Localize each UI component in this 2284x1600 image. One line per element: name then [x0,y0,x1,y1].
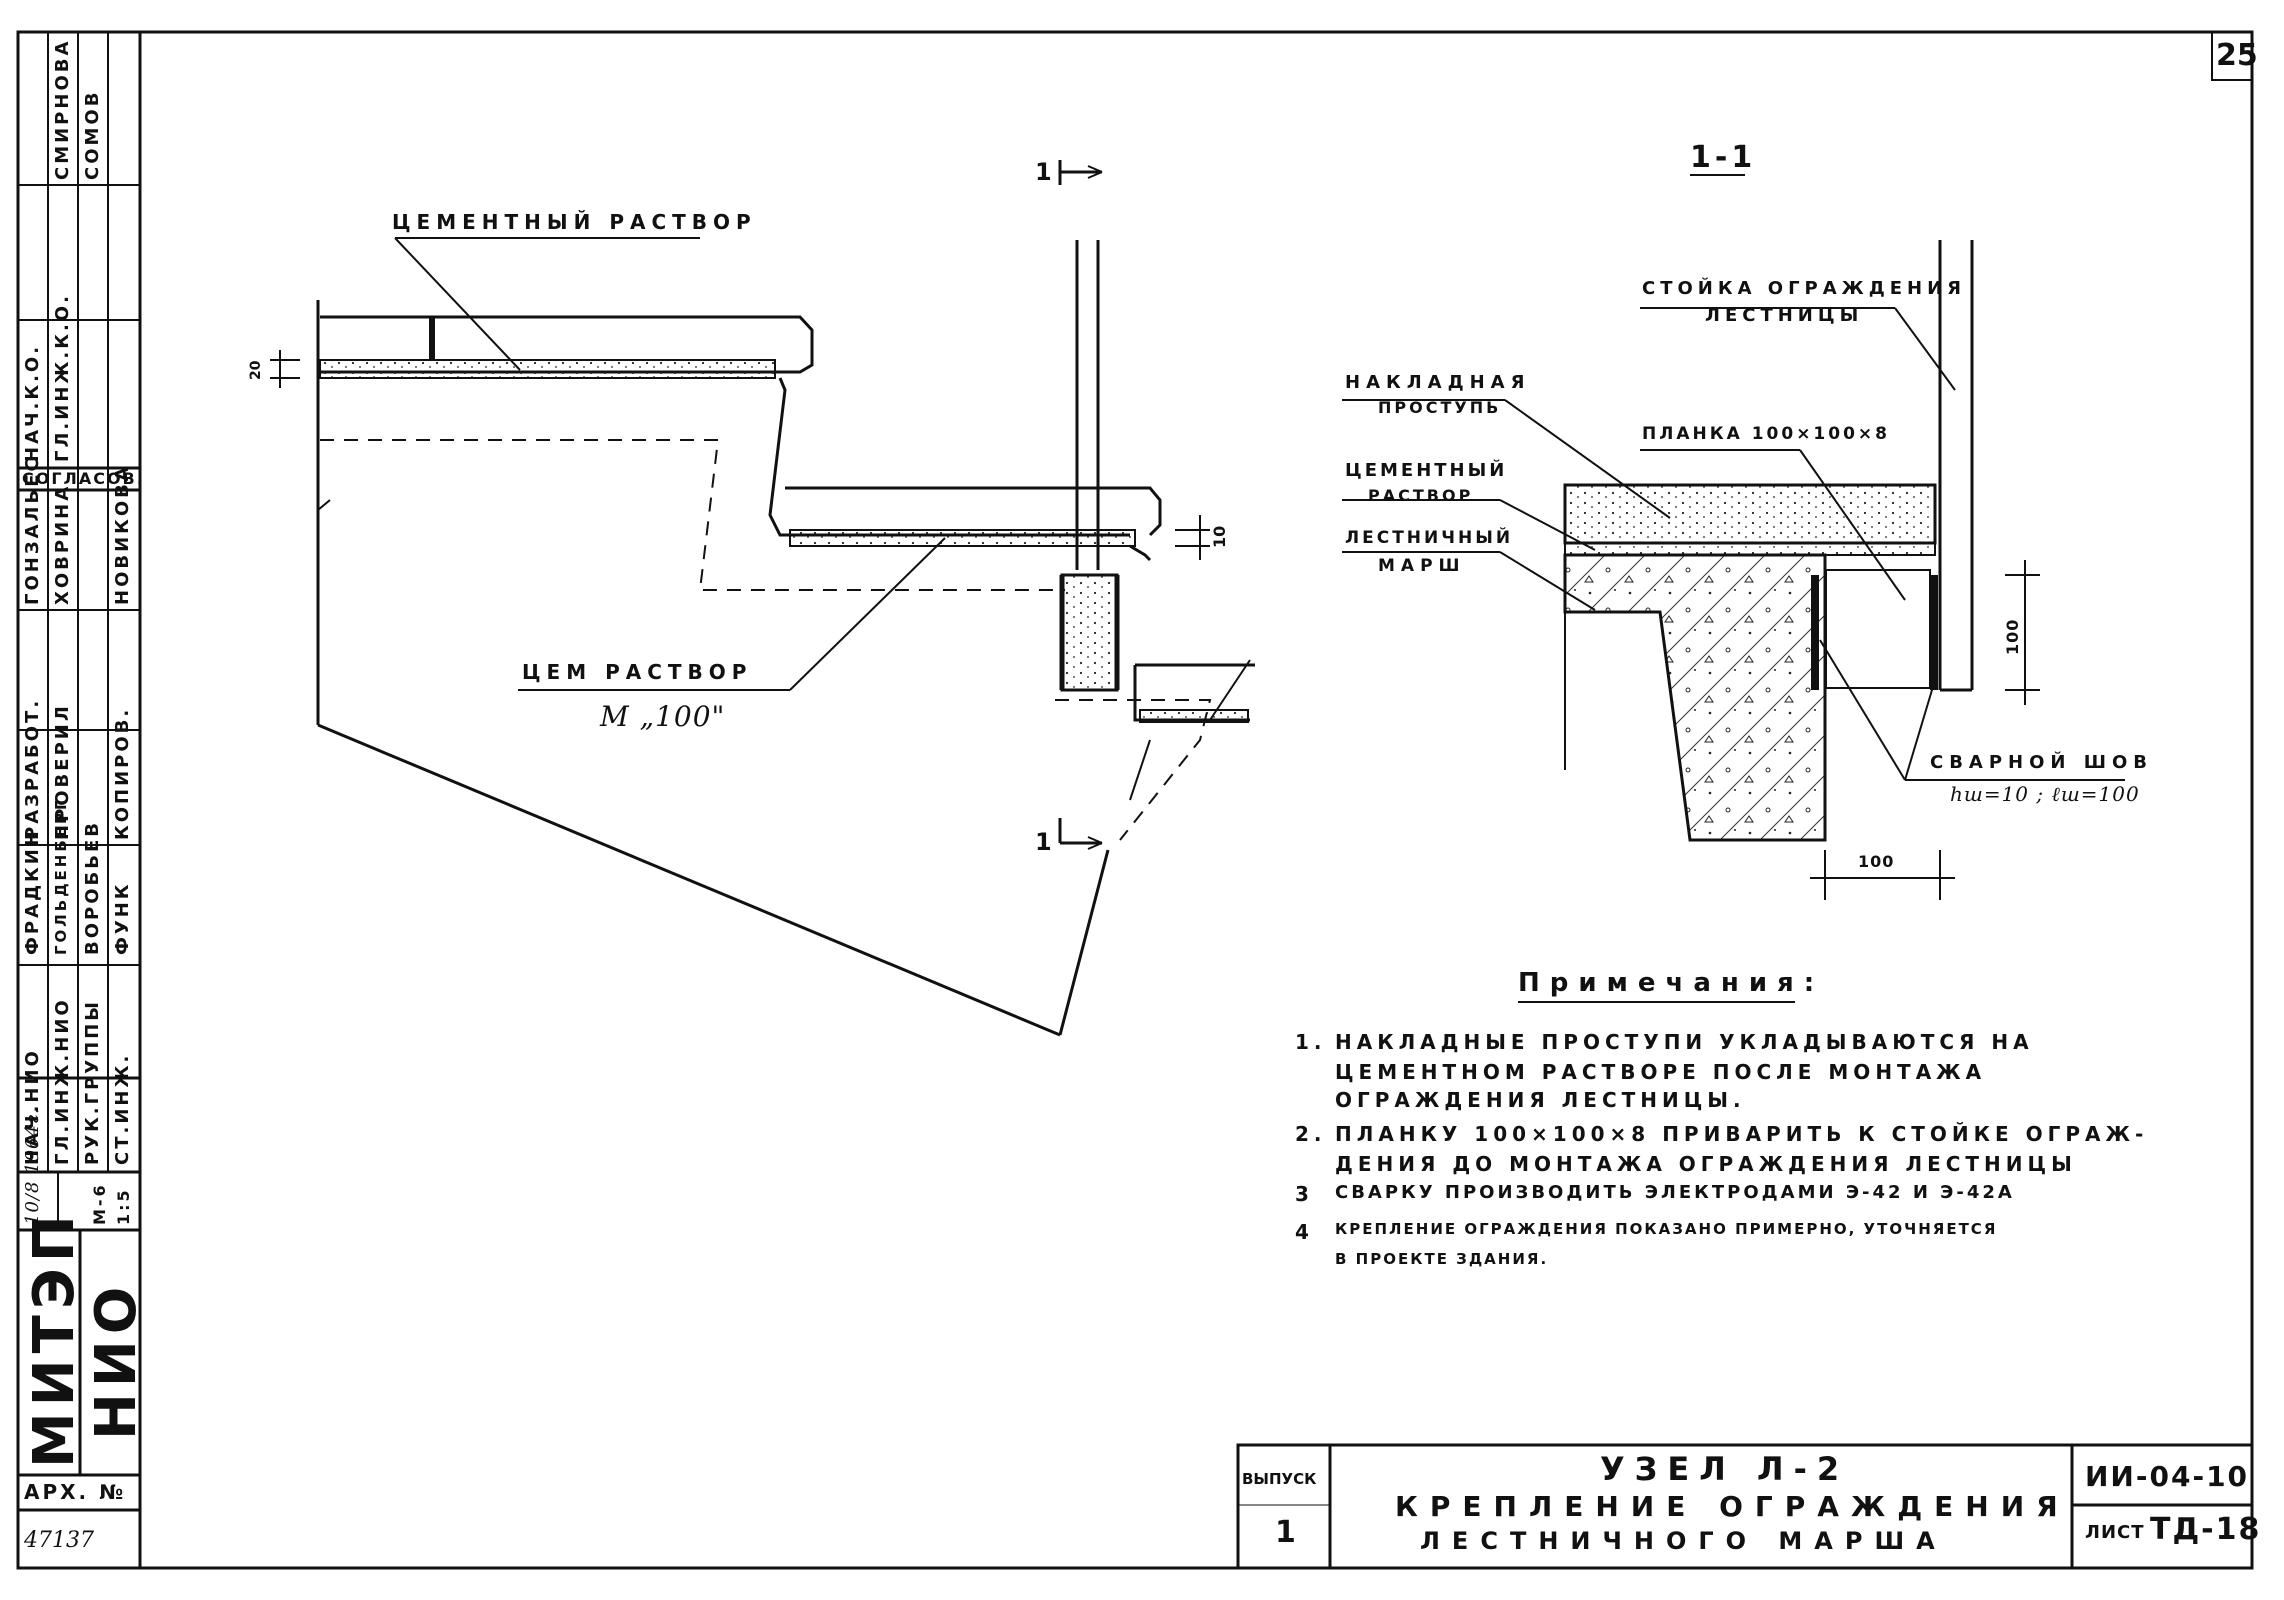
dim-10: 10 [1210,525,1229,548]
label-mortar-line2: РАСТВОР [1368,486,1474,505]
dim-100-vertical: 100 [2003,618,2022,655]
role-nach-nio: НАЧ.НИО [22,1048,43,1165]
label-post-line2: ЛЕСТНИЦЫ [1705,305,1864,326]
name-hovrina: ХОВРИНА [52,483,73,605]
label-weld: СВАРНОЙ ШОВ [1930,752,2154,773]
title-block-lines [1236,1443,2254,1570]
cut-label-top: 1 [1035,158,1058,186]
note-3-line1: СВАРКУ ПРОИЗВОДИТЬ ЭЛЕКТРОДАМИ Э-42 И Э-… [1335,1182,2015,1203]
stamp-dept: НИО [84,1280,149,1440]
role-razrabot: РАЗРАБОТ. [22,697,43,840]
label-mortar-line1: ЦЕМЕНТНЫЙ [1345,460,1508,481]
role-nach-ko: НАЧ.К.О. [22,343,43,462]
sheet-label: ЛИСТ [2085,1522,2145,1543]
sheet-value: ТД-18 [2150,1512,2262,1547]
note-4-num: 4 [1295,1220,1314,1244]
cut-label-bottom: 1 [1035,828,1058,856]
stamp-arch-value: 47137 [24,1528,94,1553]
sheet-number-box [2211,31,2253,81]
label-tread-line1: НАКЛАДНАЯ [1345,372,1531,393]
note-2-line1: ПЛАНКУ 100×100×8 ПРИВАРИТЬ К СТОЙКЕ ОГРА… [1335,1122,2149,1146]
note-1-line2: ЦЕМЕНТНОМ РАСТВОРЕ ПОСЛЕ МОНТАЖА [1335,1060,1987,1084]
role-st-inzh: СТ.ИНЖ. [112,1052,133,1165]
section-mark: 1-1 [1690,140,1757,175]
role-ruk-gruppy: РУК.ГРУППЫ [82,999,103,1165]
label-cem-mortar: ЦЕМ РАСТВОР [522,660,753,684]
note-2-line2: ДЕНИЯ ДО МОНТАЖА ОГРАЖДЕНИЯ ЛЕСТНИЦЫ [1335,1152,2077,1176]
issue-value: 1 [1275,1515,1296,1550]
note-1-line1: НАКЛАДНЫЕ ПРОСТУПИ УКЛАДЫВАЮТСЯ НА [1335,1030,2034,1054]
stamp-scale-m: М-6 [90,1182,109,1225]
notes-list: 1. НАКЛАДНЫЕ ПРОСТУПИ УКЛАДЫВАЮТСЯ НА ЦЕ… [1295,1030,2143,1280]
name-fradkin: ФРАДКИН [22,828,43,955]
notes-title: Примечания: [1518,968,1825,998]
stamp-org: МИТЭП [22,1209,87,1468]
note-3-num: 3 [1295,1182,1314,1206]
name-smirnova: СМИРНОВА [52,38,73,180]
sheet-number: 25 [2216,38,2258,73]
note-1-line3: ОГРАЖДЕНИЯ ЛЕСТНИЦЫ. [1335,1088,1746,1112]
drawing-code: ИИ-04-10 [2085,1460,2250,1493]
dim-20: 20 [248,360,264,380]
label-mortar-grade: М „100" [600,700,726,733]
name-vorobyev: ВОРОБЬЕВ [82,820,103,955]
role-proveril: ПРОВЕРИЛ [52,703,73,840]
dim-100-horizontal: 100 [1858,852,1895,871]
stamp-arch-label: АРХ. № [24,1480,127,1504]
role-gl-inzh-ko: ГЛ.ИНЖ.К.О. [52,293,73,462]
note-4-line1: КРЕПЛЕНИЕ ОГРАЖДЕНИЯ ПОКАЗАНО ПРИМЕРНО, … [1335,1220,1998,1238]
note-1-num: 1. [1295,1030,1327,1054]
note-2-num: 2. [1295,1122,1327,1146]
role-gl-inzh-nio: ГЛ.ИНЖ.НИО [52,997,73,1165]
label-post-line1: СТОЙКА ОГРАЖДЕНИЯ [1642,278,1967,299]
left-view [270,160,1255,1037]
stamp-agreed: СОГЛАСОВ. [22,469,145,488]
title-line1: УЗЕЛ Л-2 [1600,1450,1850,1488]
sheet-frame [138,30,2254,1570]
role-kopirov: КОПИРОВ. [112,706,133,840]
title-line3: ЛЕСТНИЧНОГО МАРША [1420,1527,1947,1555]
label-plate: ПЛАНКА 100×100×8 [1642,424,1890,444]
note-4-line2: В ПРОЕКТЕ ЗДАНИЯ. [1335,1250,1549,1268]
side-stamp-lines [16,30,142,1570]
label-flight-line2: МАРШ [1378,556,1466,576]
label-weld-params: hш=10 ; ℓш=100 [1950,782,2140,806]
label-tread-line2: ПРОСТУПЬ [1378,398,1502,417]
label-cement-mortar-top: ЦЕМЕНТНЫЙ РАСТВОР [392,210,757,234]
title-line2: КРЕПЛЕНИЕ ОГРАЖДЕНИЯ [1395,1490,2070,1523]
section-view [1342,174,2125,900]
issue-label: ВЫПУСК [1242,1470,1317,1488]
label-flight-line1: ЛЕСТНИЧНЫЙ [1345,528,1514,548]
name-somov: СОМОВ [82,89,103,180]
name-funk: ФУНК [112,881,133,955]
stamp-scale-v: 1:5 [114,1187,133,1225]
